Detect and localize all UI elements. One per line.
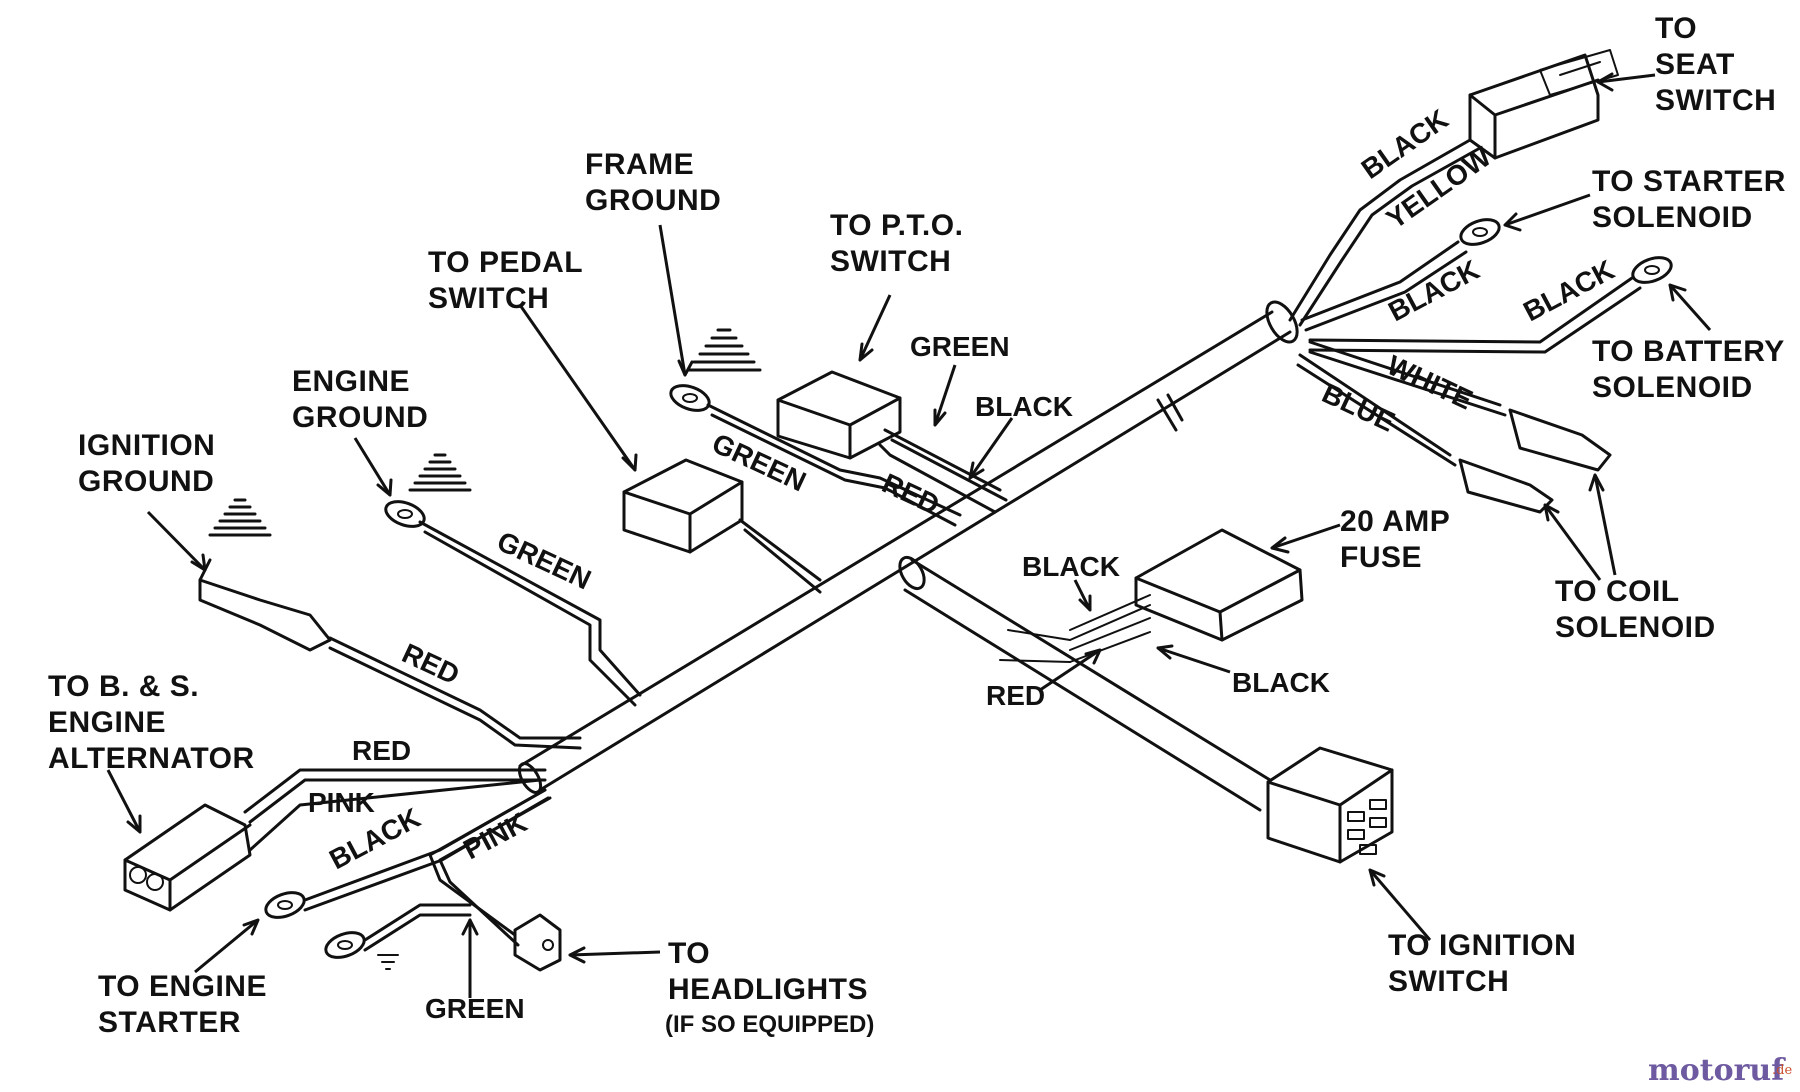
ignition-switch-connector xyxy=(1266,746,1394,864)
wire-label-black-battery: BLACK xyxy=(1518,254,1619,327)
wire-label-black-fuse-top: BLACK xyxy=(1022,551,1120,582)
starter-solenoid-ring-terminal xyxy=(1459,218,1501,246)
label-battery-solenoid: TO BATTERY SOLENOID xyxy=(1592,335,1785,404)
wire-label-black-fuse-bottom: BLACK xyxy=(1232,667,1330,698)
seat-switch-connector xyxy=(1468,49,1619,160)
seat-switch-line-3: SWITCH xyxy=(1655,84,1776,117)
label-engine-starter: TO ENGINE STARTER xyxy=(98,970,267,1039)
label-alternator: TO B. & S. ENGINE ALTERNATOR xyxy=(48,670,255,775)
pto-switch-line-2: SWITCH xyxy=(830,245,951,278)
label-ignition-switch: TO IGNITION SWITCH xyxy=(1388,929,1576,998)
wire-label-pink-headlights: PINK xyxy=(458,807,532,866)
seat-switch-line-2: SEAT xyxy=(1655,48,1735,81)
wire-label-red-ignition: RED xyxy=(397,637,464,690)
headlights-line-3: (IF SO EQUIPPED) xyxy=(665,1011,874,1038)
wire-label-red-fuse: RED xyxy=(986,680,1045,711)
wire-color-labels: BLACK YELLOW BLACK BLACK WHITE BLUE GREE… xyxy=(308,103,1619,1024)
wire-label-black-pto: BLACK xyxy=(975,391,1073,422)
label-pedal-switch: TO PEDAL SWITCH xyxy=(428,246,583,315)
wire-label-red-pto: RED xyxy=(877,467,944,520)
starter-solenoid-line-2: SOLENOID xyxy=(1592,201,1753,234)
alternator-line-3: ALTERNATOR xyxy=(48,742,255,775)
ignition-ground-line-2: GROUND xyxy=(78,465,214,498)
ignition-switch-line-2: SWITCH xyxy=(1388,965,1509,998)
wire-label-blue-coil: BLUE xyxy=(1317,377,1399,437)
wire-label-green-pto: GREEN xyxy=(910,331,1010,362)
frame-ground-line-2: GROUND xyxy=(585,184,721,217)
wire-label-pink-alternator: PINK xyxy=(308,787,375,818)
engine-starter-line-2: STARTER xyxy=(98,1006,241,1039)
pedal-switch-line-2: SWITCH xyxy=(428,282,549,315)
frame-ground-ring-terminal xyxy=(669,384,711,412)
starter-solenoid-line-1: TO STARTER xyxy=(1592,165,1786,198)
coil-solenoid-line-2: SOLENOID xyxy=(1555,611,1716,644)
seat-switch-line-1: TO xyxy=(1655,12,1697,45)
watermark: motoruf .de xyxy=(1648,1053,1792,1088)
pto-switch-connector xyxy=(776,370,902,460)
label-headlights: TO HEADLIGHTS (IF SO EQUIPPED) xyxy=(665,937,874,1038)
label-frame-ground: FRAME GROUND xyxy=(585,148,721,217)
pedal-switch-connector xyxy=(622,458,744,554)
label-starter-solenoid: TO STARTER SOLENOID xyxy=(1592,165,1786,234)
headlights-line-2: HEADLIGHTS xyxy=(668,973,868,1006)
wire-label-green-headlights: GREEN xyxy=(425,993,525,1024)
ground-symbol-engine xyxy=(408,453,472,492)
ground-symbol-frame xyxy=(686,328,762,372)
battery-solenoid-line-2: SOLENOID xyxy=(1592,371,1753,404)
engine-starter-line-1: TO ENGINE xyxy=(98,970,267,1003)
engine-ground-line-1: ENGINE xyxy=(292,365,410,398)
label-ignition-ground: IGNITION GROUND xyxy=(78,429,215,498)
headlights-line-1: TO xyxy=(668,937,710,970)
fuse-line-1: 20 AMP xyxy=(1340,505,1450,538)
wire-label-black-starter: BLACK xyxy=(1383,254,1484,327)
label-engine-ground: ENGINE GROUND xyxy=(292,365,428,434)
headlight-plug xyxy=(513,913,562,972)
alternator-line-2: ENGINE xyxy=(48,706,166,739)
wire-label-white-coil: WHITE xyxy=(1382,349,1477,415)
ignition-switch-line-1: TO IGNITION xyxy=(1388,929,1576,962)
fuse-holder xyxy=(1069,528,1304,663)
pto-switch-line-1: TO P.T.O. xyxy=(830,209,963,242)
engine-ground-line-2: GROUND xyxy=(292,401,428,434)
battery-solenoid-line-1: TO BATTERY xyxy=(1592,335,1785,368)
label-coil-solenoid: TO COIL SOLENOID xyxy=(1555,575,1716,644)
wire-label-red-alternator: RED xyxy=(352,735,411,766)
ignition-ground-line-1: IGNITION xyxy=(78,429,215,462)
pedal-switch-line-1: TO PEDAL xyxy=(428,246,583,279)
ignition-ground-terminal xyxy=(198,558,332,652)
label-seat-switch: TO SEAT SWITCH xyxy=(1655,12,1776,117)
fuse-line-2: FUSE xyxy=(1340,541,1422,574)
ground-symbol-headlight xyxy=(377,954,399,970)
watermark-brand: motoruf xyxy=(1648,1053,1786,1088)
coil-solenoid-connectors xyxy=(1458,408,1612,514)
cross-harness-branch xyxy=(898,555,1272,812)
coil-solenoid-line-1: TO COIL xyxy=(1555,575,1680,608)
main-harness-trunk xyxy=(517,300,1299,794)
engine-starter-ring-terminal xyxy=(264,891,306,919)
alternator-connector xyxy=(123,803,252,912)
headlight-ground-ring-terminal xyxy=(324,931,366,959)
wire-label-green-engine: GREEN xyxy=(492,525,595,595)
watermark-tld: .de xyxy=(1772,1063,1792,1078)
wire-leads xyxy=(243,138,1642,952)
battery-solenoid-ring-terminal xyxy=(1631,256,1673,284)
pointer-arrows xyxy=(106,72,1712,998)
engine-ground-ring-terminal xyxy=(384,500,426,528)
label-fuse: 20 AMP FUSE xyxy=(1340,505,1450,574)
label-pto-switch: TO P.T.O. SWITCH xyxy=(830,209,963,278)
frame-ground-line-1: FRAME xyxy=(585,148,694,181)
alternator-line-1: TO B. & S. xyxy=(48,670,199,703)
ground-symbol-ignition xyxy=(208,498,272,537)
